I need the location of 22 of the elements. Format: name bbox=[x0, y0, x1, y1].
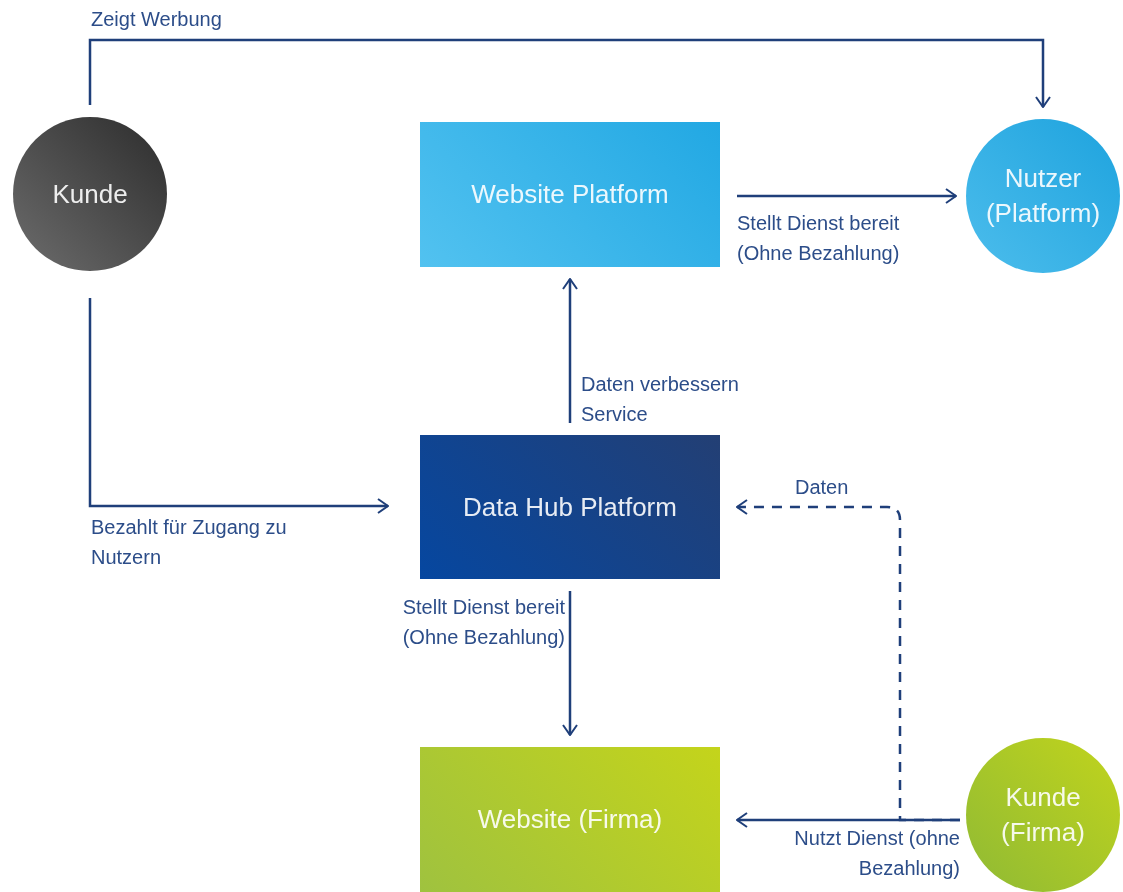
dashed-arrow bbox=[736, 499, 960, 822]
edge-label: Bezahlt für Zugang zu Nutzern bbox=[91, 515, 288, 570]
arrow bbox=[562, 278, 578, 423]
edge-label: Daten bbox=[795, 475, 849, 500]
website-box bbox=[420, 747, 720, 892]
node-label: Data Hub Platform bbox=[463, 490, 677, 524]
arrow bbox=[88, 298, 389, 514]
node-label: Website (Firma) bbox=[477, 803, 663, 836]
node-label: Kunde bbox=[52, 177, 128, 211]
node-label: Nutzer (Platform) bbox=[984, 162, 1102, 230]
edge-label: Zeigt Werbung bbox=[91, 7, 222, 32]
arrow bbox=[562, 591, 578, 736]
arrow bbox=[737, 188, 957, 204]
edge-label: Stellt Dienst bereit (Ohne Bezahlung) bbox=[401, 595, 565, 650]
edge-label: Nutzt Dienst (ohne Bezahlung) bbox=[793, 826, 960, 881]
edge-label: Daten verbessern Service bbox=[581, 372, 740, 427]
arrow bbox=[88, 38, 1051, 108]
node-label: Website Platform bbox=[471, 178, 669, 211]
data-hub-box bbox=[420, 435, 720, 579]
platform-box bbox=[420, 122, 720, 267]
node-label: Kunde (Firma) bbox=[1000, 781, 1086, 849]
edge-label: Stellt Dienst bereit (Ohne Bezahlung) bbox=[737, 211, 901, 266]
